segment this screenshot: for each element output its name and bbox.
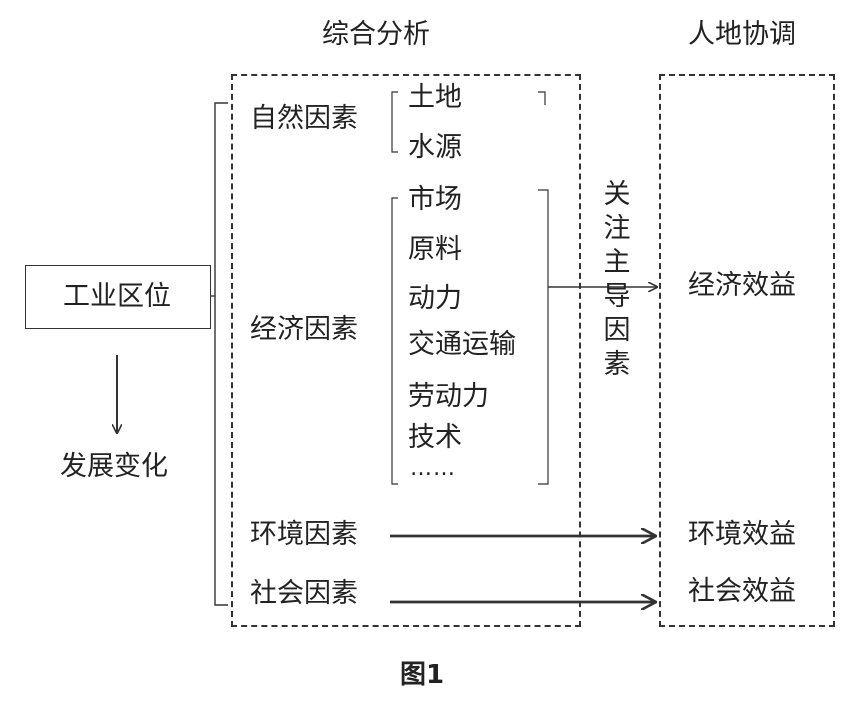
economic-item: 技术 bbox=[408, 422, 462, 453]
focus-char: 关 bbox=[603, 179, 631, 210]
natural-item: 土地 bbox=[408, 82, 462, 113]
economic-item: 交通运输 bbox=[408, 329, 516, 360]
location-label: 工业区位 bbox=[63, 281, 171, 312]
analysis-header: 综合分析 bbox=[322, 19, 430, 50]
focus-dominant-factor-label: 关 注 主 导 因 素 bbox=[597, 178, 637, 382]
economic-item-ellipsis: …… bbox=[410, 456, 456, 481]
factors-bracket bbox=[214, 102, 228, 606]
natural-factor: 自然因素 bbox=[250, 103, 358, 134]
economic-items-right-bracket bbox=[538, 189, 549, 485]
social-factor: 社会因素 bbox=[250, 578, 358, 609]
environment-factor: 环境因素 bbox=[250, 519, 358, 550]
natural-items-right-bracket bbox=[538, 91, 546, 105]
economic-item: 市场 bbox=[408, 184, 462, 215]
focus-char: 注 bbox=[603, 213, 631, 244]
economic-item: 原料 bbox=[408, 234, 462, 265]
economic-items-left-bracket bbox=[391, 197, 398, 485]
change-label: 发展变化 bbox=[60, 451, 168, 482]
economic-item: 动力 bbox=[408, 283, 462, 314]
economic-item: 劳动力 bbox=[408, 381, 489, 412]
social-benefit: 社会效益 bbox=[688, 576, 796, 607]
harmony-frame bbox=[659, 74, 835, 627]
natural-items-left-bracket bbox=[391, 91, 398, 153]
analysis-frame bbox=[231, 74, 581, 627]
focus-char: 因 bbox=[603, 315, 631, 346]
harmony-header: 人地协调 bbox=[688, 19, 796, 50]
focus-char: 导 bbox=[603, 281, 631, 312]
figure-caption: 图1 bbox=[400, 660, 445, 690]
location-box bbox=[25, 265, 211, 329]
economic-factor: 经济因素 bbox=[250, 314, 358, 345]
economic-benefit: 经济效益 bbox=[688, 270, 796, 301]
focus-char: 素 bbox=[603, 349, 631, 380]
focus-char: 主 bbox=[603, 247, 631, 278]
natural-item: 水源 bbox=[408, 132, 462, 163]
environment-benefit: 环境效益 bbox=[688, 519, 796, 550]
